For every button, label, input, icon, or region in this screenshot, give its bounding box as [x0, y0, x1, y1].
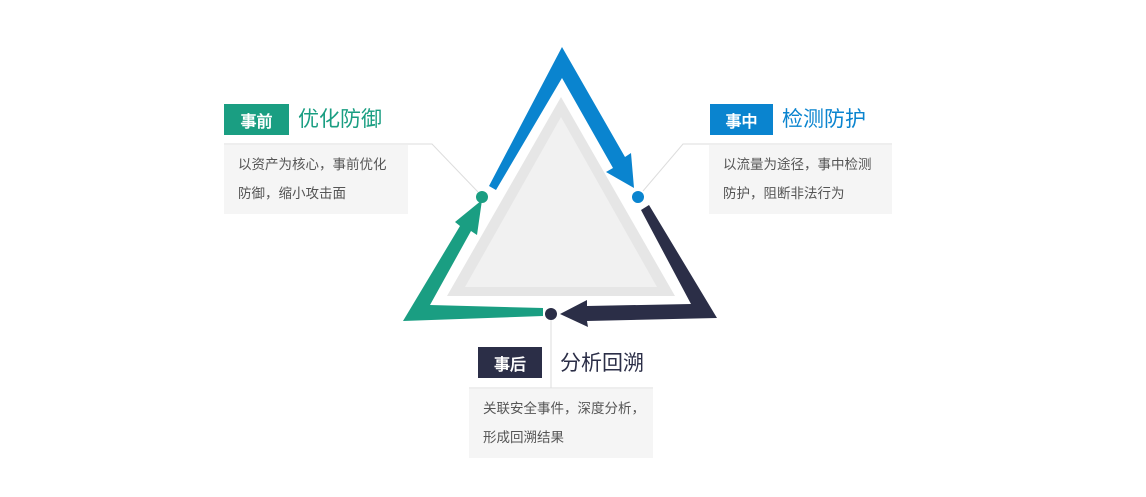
dot-during — [632, 191, 644, 203]
desc-line: 防御，缩小攻击面 — [238, 186, 346, 202]
desc-line: 防护，阻断非法行为 — [723, 186, 845, 202]
dot-before — [476, 191, 488, 203]
tag-during: 事中 — [710, 104, 773, 135]
desc-after: 关联安全事件，深度分析， 形成回溯结果 — [469, 389, 653, 458]
desc-line: 以流量为途径，事中检测 — [723, 157, 872, 173]
title-before: 优化防御 — [298, 107, 382, 131]
title-after: 分析回溯 — [560, 351, 644, 375]
desc-line: 关联安全事件，深度分析， — [483, 401, 645, 417]
desc-line: 以资产为核心，事前优化 — [238, 157, 387, 173]
tag-after: 事后 — [478, 347, 542, 378]
arrow-during-to-after — [560, 205, 717, 327]
tag-before: 事前 — [224, 104, 289, 135]
center-triangle-inner — [465, 117, 657, 287]
arrow-before-to-during — [489, 47, 634, 190]
title-during: 检测防护 — [782, 107, 866, 131]
leader-line-after — [469, 320, 653, 389]
leader-line-during — [642, 143, 892, 192]
desc-during: 以流量为途径，事中检测 防护，阻断非法行为 — [709, 145, 892, 214]
desc-line: 形成回溯结果 — [483, 430, 564, 446]
dot-after — [545, 308, 557, 320]
desc-before: 以资产为核心，事前优化 防御，缩小攻击面 — [224, 145, 408, 214]
arrow-after-to-before — [403, 200, 543, 321]
leader-line-before — [224, 143, 479, 193]
